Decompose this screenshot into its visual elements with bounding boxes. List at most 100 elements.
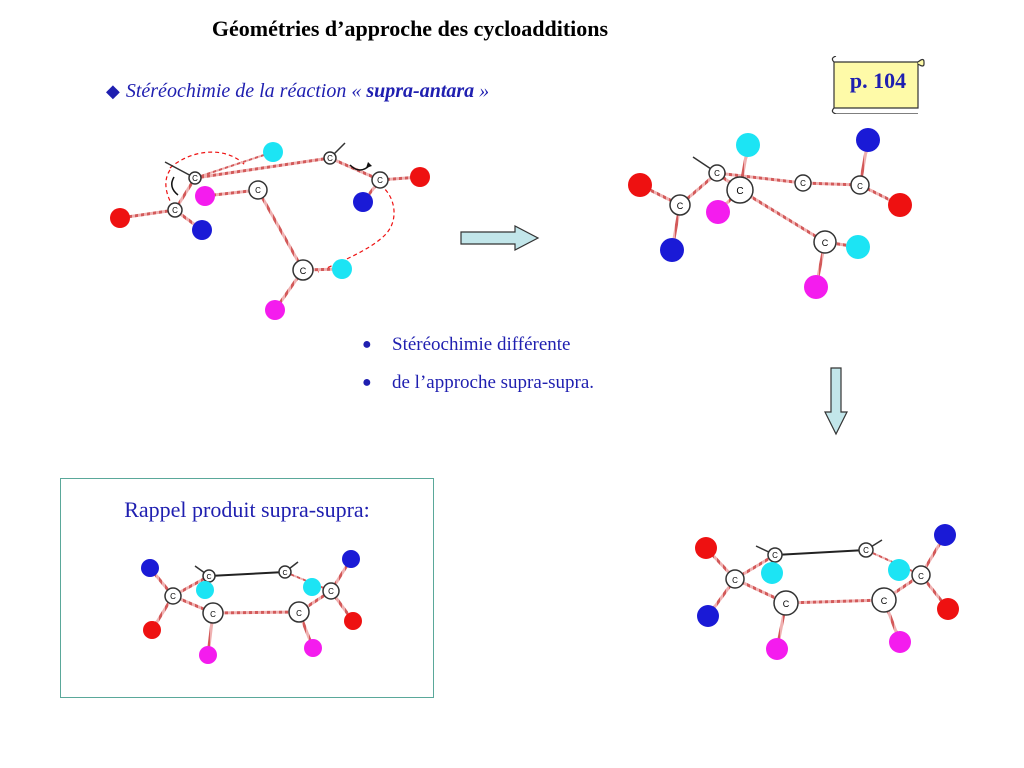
red-atom [695, 537, 717, 559]
carbon-atom [708, 164, 726, 182]
carbon-atom [167, 202, 183, 218]
cyan-atom [332, 259, 352, 279]
carbon-atom [813, 230, 837, 254]
blue-atom [192, 220, 212, 240]
carbon-atom [288, 601, 310, 623]
cyan-atom [736, 133, 760, 157]
blue-atom [660, 238, 684, 262]
carbon-atom [292, 259, 314, 281]
carbon-atom [669, 194, 691, 216]
cyan-atom [196, 581, 214, 599]
carbon-label: C [210, 610, 216, 619]
red-atom [628, 173, 652, 197]
carbon-atom [323, 151, 337, 165]
bullet-text: Stéréochimie différente [392, 334, 571, 355]
blue-atom [856, 128, 880, 152]
recall-label: Rappel produit supra-supra: [124, 497, 370, 522]
carbon-atom [773, 590, 799, 616]
carbon-label: C [772, 551, 778, 560]
bullet-list: ● Stéréochimie différente ● de l’approche … [362, 326, 594, 402]
subtitle: ◆Stéréochimie de la réaction « supra-ant… [106, 80, 489, 103]
magenta-atom [195, 186, 215, 206]
carbon-label: C [328, 587, 334, 596]
right-arrow-icon [460, 225, 540, 251]
molecule-product: C C C C C C [695, 524, 959, 660]
carbon-label: C [732, 576, 738, 585]
magenta-atom [304, 639, 322, 657]
carbon-label: C [918, 572, 924, 581]
carbon-atom [278, 565, 292, 579]
carbon-atom [794, 174, 812, 192]
magenta-atom [804, 275, 828, 299]
molecule-recall: C C C C C C [141, 550, 362, 664]
carbon-label: C [300, 266, 307, 276]
recall-box: Rappel produit supra-supra: [60, 478, 434, 698]
carbon-label: C [783, 599, 790, 609]
subtitle-emphasis: supra-antara [366, 80, 475, 102]
carbon-atom [850, 175, 870, 195]
scroll-icon [831, 55, 925, 115]
carbon-atom [322, 582, 340, 600]
carbon-label: C [170, 592, 176, 601]
cyan-atom [761, 562, 783, 584]
down-arrow-icon [824, 367, 848, 436]
page-reference: p. 104 [849, 68, 907, 93]
carbon-atom [726, 176, 754, 204]
carbon-label: C [857, 182, 863, 191]
cyan-atom [263, 142, 283, 162]
magenta-atom [706, 200, 730, 224]
carbon-label: C [736, 186, 743, 197]
blue-atom [141, 559, 159, 577]
bullet-icon: ● [362, 336, 372, 353]
carbon-label: C [377, 176, 383, 185]
cyan-atom [303, 578, 321, 596]
carbon-label: C [677, 201, 684, 211]
cyan-atom [846, 235, 870, 259]
carbon-atom [248, 180, 268, 200]
page-reference-scroll: p. 104 [830, 55, 926, 115]
red-atom [110, 208, 130, 228]
page-title: Géométries d’approche des cycloadditions [211, 16, 609, 41]
magenta-atom [265, 300, 285, 320]
bullet-text: de l’approche supra-supra. [392, 372, 595, 393]
carbon-atom [188, 171, 202, 185]
carbon-label: C [172, 206, 178, 215]
red-atom [937, 598, 959, 620]
carbon-atom [767, 547, 783, 563]
carbon-atom [911, 565, 931, 585]
red-atom [888, 193, 912, 217]
cyan-atom [888, 559, 910, 581]
carbon-label: C [192, 174, 198, 183]
carbon-label: C [255, 186, 261, 195]
carbon-label: C [714, 169, 720, 178]
carbon-label: C [863, 546, 869, 555]
list-item: ● de l’approche supra-supra. [362, 364, 594, 402]
blue-atom [697, 605, 719, 627]
red-atom [143, 621, 161, 639]
molecule-transition: C C C C C C [628, 128, 912, 299]
carbon-atom [164, 587, 182, 605]
blue-atom [342, 550, 360, 568]
carbon-atom [202, 602, 224, 624]
carbon-label: C [206, 574, 211, 581]
subtitle-prefix: Stéréochimie de la réaction « [125, 80, 367, 102]
red-atom [410, 167, 430, 187]
carbon-atom [725, 569, 745, 589]
red-atom [344, 612, 362, 630]
list-item: ● Stéréochimie différente [362, 326, 594, 364]
blue-atom [934, 524, 956, 546]
carbon-label: C [822, 238, 829, 248]
carbon-label: C [282, 570, 287, 577]
carbon-label: C [327, 154, 333, 163]
magenta-atom [889, 631, 911, 653]
carbon-label: C [800, 179, 806, 188]
bullet-icon: ● [362, 374, 372, 391]
subtitle-suffix: » [474, 80, 490, 102]
carbon-label: C [881, 596, 888, 606]
magenta-atom [199, 646, 217, 664]
molecule-approach: C C C C C C [110, 142, 430, 320]
magenta-atom [766, 638, 788, 660]
carbon-label: C [296, 609, 302, 618]
carbon-atom [371, 171, 389, 189]
